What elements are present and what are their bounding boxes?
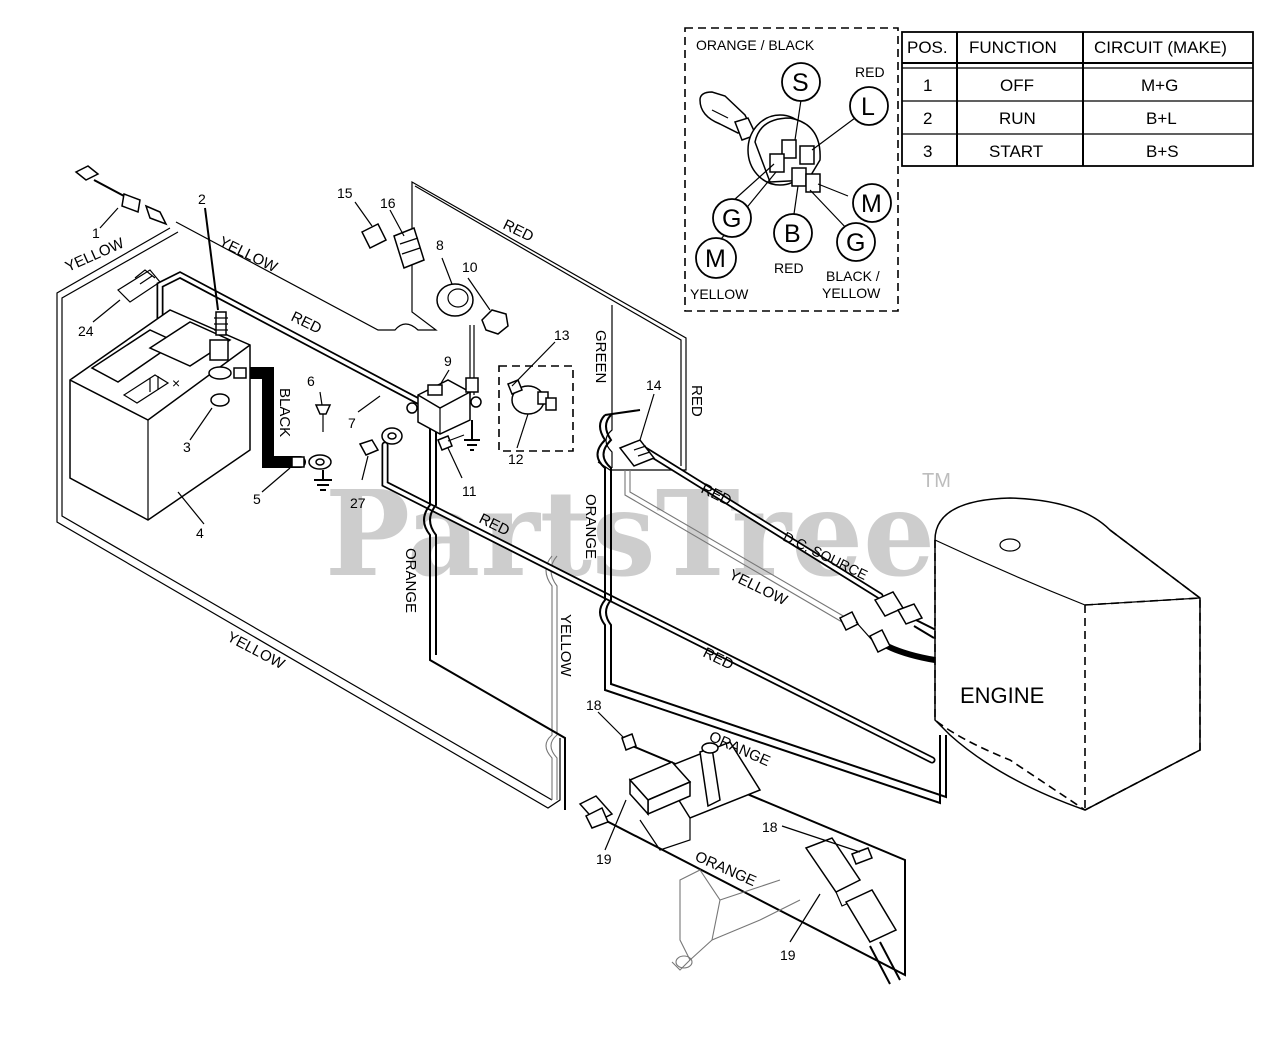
wire-label-red: RED bbox=[500, 216, 536, 245]
wire-label-orange: ORANGE bbox=[402, 548, 419, 613]
bezel-8 bbox=[436, 283, 474, 317]
pedal-ghost bbox=[671, 869, 801, 971]
table-cell: RUN bbox=[999, 109, 1036, 128]
part-number: 3 bbox=[183, 439, 191, 455]
table-header: CIRCUIT (MAKE) bbox=[1094, 38, 1227, 57]
part-number: 4 bbox=[196, 525, 204, 541]
table-cell: M+G bbox=[1141, 76, 1178, 95]
interlock-switch-19b bbox=[804, 837, 901, 985]
connector-14 bbox=[618, 439, 656, 467]
svg-text:YELLOW: YELLOW bbox=[822, 285, 881, 301]
svg-text:ORANGE / BLACK: ORANGE / BLACK bbox=[696, 37, 815, 53]
orange-wire-left bbox=[423, 420, 566, 810]
part-number: 18 bbox=[762, 819, 778, 835]
strap-24 bbox=[117, 269, 161, 303]
red-harness-loop-inner bbox=[414, 185, 682, 466]
part-number: 10 bbox=[462, 259, 478, 275]
part-number: 9 bbox=[444, 353, 452, 369]
terminal-l: L bbox=[861, 93, 875, 121]
table-cell: B+S bbox=[1146, 142, 1179, 161]
part-number: 19 bbox=[780, 947, 796, 963]
svg-text:ENGINE: ENGINE bbox=[960, 683, 1044, 708]
table-cell: START bbox=[989, 142, 1043, 161]
wingnut-3 bbox=[210, 393, 230, 407]
terminal-s: S bbox=[792, 69, 809, 97]
part-number: 18 bbox=[586, 697, 602, 713]
ignition-switch-12 bbox=[507, 379, 557, 415]
connector-1 bbox=[74, 165, 168, 226]
part-number: 27 bbox=[350, 495, 366, 511]
yellow-terminal bbox=[838, 610, 860, 632]
part-number: 2 bbox=[198, 191, 206, 207]
ignition-switch-inset: ORANGE / BLACK RED S L G M B M G bbox=[684, 27, 899, 312]
engine: ENGINE bbox=[934, 497, 1201, 811]
part-number: 14 bbox=[646, 377, 662, 393]
table-header: FUNCTION bbox=[969, 38, 1057, 57]
orange-wire-right bbox=[596, 414, 941, 805]
engine-lead bbox=[882, 642, 938, 663]
switch-function-table: POS. FUNCTION CIRCUIT (MAKE) 1 OFF M+G 2… bbox=[901, 31, 1254, 167]
part-number: 1 bbox=[92, 225, 100, 241]
part-number: 19 bbox=[596, 851, 612, 867]
ignition-switch-box bbox=[498, 365, 574, 452]
table-header: POS. bbox=[907, 38, 948, 57]
svg-text:BLACK /: BLACK / bbox=[826, 268, 880, 284]
terminal-b: B bbox=[784, 220, 801, 248]
wire-label-orange: ORANGE bbox=[692, 848, 758, 890]
yellow-engine-wire bbox=[624, 470, 843, 623]
green-wire bbox=[605, 305, 613, 468]
key-15 bbox=[360, 222, 388, 250]
interlock-bracket bbox=[639, 741, 762, 851]
part-number: 7 bbox=[348, 415, 356, 431]
terminal-g: G bbox=[846, 229, 865, 257]
wire-label-yellow: YELLOW bbox=[216, 233, 280, 276]
terminal-m: M bbox=[861, 190, 882, 218]
yellow-harness-outer bbox=[56, 227, 561, 809]
nut-10 bbox=[481, 309, 509, 335]
black-ground-cable bbox=[234, 367, 306, 468]
wire-label-orange: ORANGE bbox=[582, 494, 599, 559]
red-harness-loop bbox=[175, 180, 687, 471]
part-number: 8 bbox=[436, 237, 444, 253]
svg-text:YELLOW: YELLOW bbox=[690, 286, 749, 302]
leader-lines bbox=[92, 201, 861, 943]
table-cell: 3 bbox=[923, 142, 932, 161]
wire-label-green: GREEN bbox=[592, 330, 609, 383]
part-number: 15 bbox=[337, 185, 353, 201]
table-cell: B+L bbox=[1146, 109, 1177, 128]
wire-label-black: BLACK bbox=[276, 388, 293, 437]
terminal-g: G bbox=[722, 205, 741, 233]
yellow-harness-inner bbox=[61, 231, 553, 801]
ground-symbol-1 bbox=[314, 470, 332, 491]
part-number: 11 bbox=[462, 483, 477, 499]
svg-text:RED: RED bbox=[855, 64, 885, 80]
watermark-tm: TM bbox=[922, 470, 951, 492]
orange-wire-lower bbox=[592, 744, 906, 977]
part-number: 16 bbox=[380, 195, 396, 211]
part-number: 13 bbox=[554, 327, 570, 343]
svg-text:RED: RED bbox=[774, 260, 804, 276]
wire-label-red: RED bbox=[688, 385, 705, 417]
part-number: 24 bbox=[78, 323, 94, 339]
svg-text:×: × bbox=[172, 375, 180, 391]
yellow-engine-wire-2 bbox=[629, 470, 846, 618]
table-cell: 2 bbox=[923, 109, 932, 128]
wire-label-red: RED bbox=[700, 644, 736, 673]
battery: × bbox=[69, 309, 251, 521]
table-cell: OFF bbox=[1000, 76, 1034, 95]
table-cell: 1 bbox=[923, 76, 932, 95]
wire-label-yellow: YELLOW bbox=[557, 614, 574, 677]
part-number: 5 bbox=[253, 491, 261, 507]
solenoid-9 bbox=[406, 379, 482, 435]
interlock-switch-19a bbox=[578, 761, 692, 829]
part-number: 12 bbox=[508, 451, 524, 467]
part-number: 6 bbox=[307, 373, 315, 389]
screw-6 bbox=[314, 404, 332, 415]
terminal-m: M bbox=[705, 245, 726, 273]
